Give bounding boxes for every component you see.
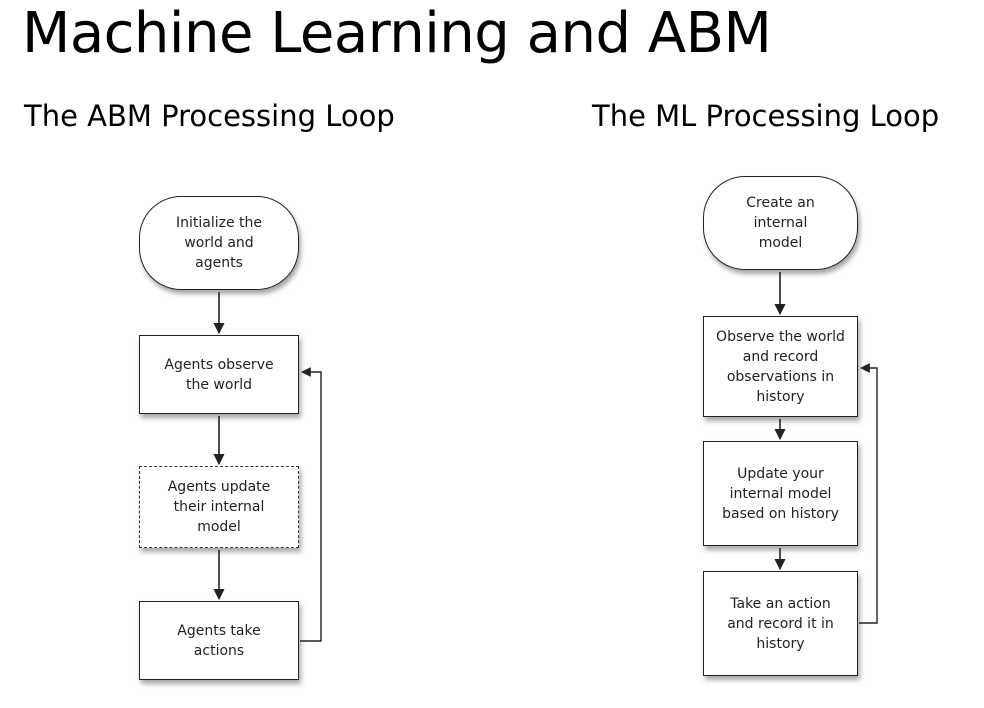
- abm-step-update-label: Agents update their internal model: [167, 479, 271, 535]
- ml-step-act-label: Take an action and record it in history: [727, 595, 834, 652]
- abm-step-act: Agents take actions: [139, 601, 299, 680]
- abm-loop-back-arrow: [300, 367, 322, 642]
- ml-step-update: Update your internal model based on hist…: [703, 441, 858, 546]
- ml-step-act: Take an action and record it in history: [703, 571, 858, 676]
- ml-step-create-label: Create an internal model: [746, 195, 815, 251]
- abm-step-update: Agents update their internal model: [139, 466, 299, 548]
- abm-step-observe: Agents observe the world: [139, 335, 299, 414]
- abm-step-initialize-label: Initialize the world and agents: [175, 215, 263, 271]
- slide-title: Machine Learning and ABM: [22, 1, 772, 66]
- abm-step-act-label: Agents take actions: [177, 622, 261, 659]
- ml-step-observe-label: Observe the world and record observation…: [716, 328, 845, 405]
- ml-step-observe: Observe the world and record observation…: [703, 316, 858, 417]
- ml-heading: The ML Processing Loop: [592, 99, 940, 133]
- ml-step-create: Create an internal model: [703, 176, 858, 270]
- abm-step-observe-label: Agents observe the world: [164, 356, 274, 393]
- ml-step-update-label: Update your internal model based on hist…: [722, 465, 839, 522]
- ml-loop-back-arrow: [859, 363, 878, 624]
- abm-step-initialize: Initialize the world and agents: [139, 196, 299, 290]
- abm-heading: The ABM Processing Loop: [24, 99, 395, 133]
